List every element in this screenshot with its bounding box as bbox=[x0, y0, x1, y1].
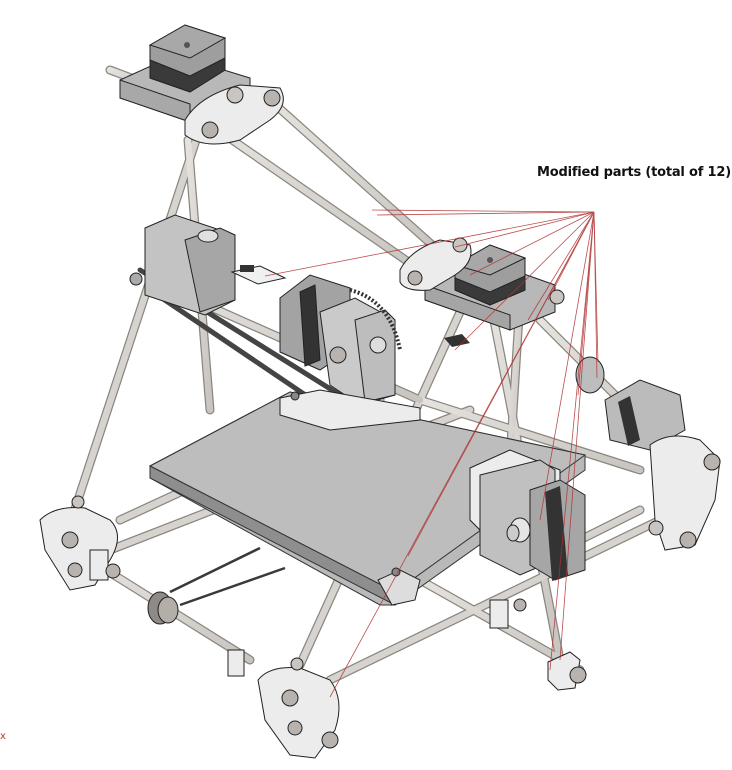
axis-indicator: x bbox=[0, 731, 6, 742]
annotation-label: Modified parts (total of 12) bbox=[537, 165, 731, 180]
bottom-right-corner-bracket bbox=[547, 651, 587, 691]
y-motor-assembly bbox=[575, 356, 686, 451]
bottom-mid-rod-clamp bbox=[489, 598, 527, 629]
bottom-front-rod-clamp bbox=[227, 649, 245, 677]
bed-bracket bbox=[377, 567, 421, 606]
bottom-left-rod-clamp bbox=[89, 549, 121, 581]
endstop-x bbox=[230, 265, 287, 285]
right-vertex-bracket bbox=[648, 435, 721, 551]
x-carriage bbox=[279, 389, 421, 431]
top-left-vertex-bracket bbox=[184, 84, 284, 145]
y-belt bbox=[169, 546, 286, 607]
left-z-bracket bbox=[129, 214, 236, 316]
bottom-front-vertex-bracket bbox=[257, 657, 340, 759]
annotation-leader-lines bbox=[264, 209, 599, 698]
right-z-motor-bracket bbox=[469, 449, 586, 581]
top-right-vertex-bracket bbox=[399, 237, 472, 291]
extruder-assembly bbox=[279, 274, 402, 406]
y-pulley bbox=[147, 591, 179, 625]
endstop-z bbox=[444, 334, 470, 347]
